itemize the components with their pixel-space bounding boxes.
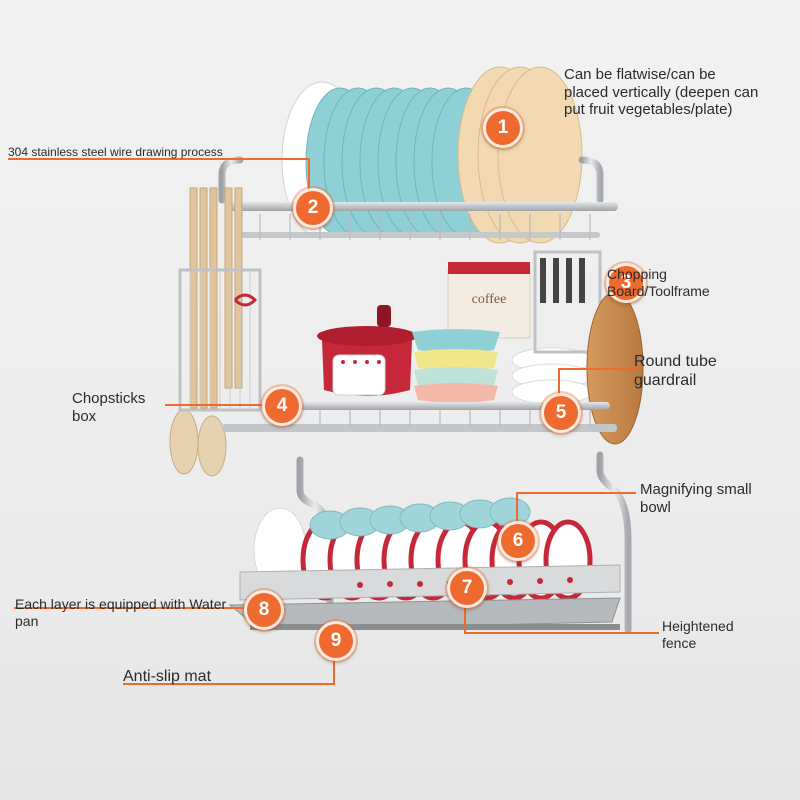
callout-badge-5: 5 <box>541 393 581 433</box>
callout-label-4: Chopsticks box <box>72 390 146 425</box>
leader-line-2v <box>308 158 310 190</box>
callout-badge-1: 1 <box>483 108 523 148</box>
callout-badge-4: 4 <box>262 386 302 426</box>
leader-line-4 <box>165 404 265 406</box>
leader-line-6h <box>516 492 636 494</box>
leader-line-9v <box>333 655 335 683</box>
callout-badge-8: 8 <box>244 590 284 630</box>
leader-line-8 <box>14 607 254 609</box>
leader-line-5h <box>558 368 636 370</box>
callout-label-8: Each layer is equipped with Water pan <box>15 596 227 629</box>
callout-badge-6: 6 <box>498 521 538 561</box>
callout-label-6: Magnifying small bowl <box>640 481 752 516</box>
callout-label-3: Chopping Board/Toolframe <box>607 266 710 299</box>
callout-label-2: 304 stainless steel wire drawing process <box>8 145 223 159</box>
canister-label: coffee <box>472 292 507 307</box>
leader-line-7h <box>464 632 659 634</box>
leader-line-5 <box>558 368 560 396</box>
callout-badge-7: 7 <box>447 568 487 608</box>
callout-label-5: Round tube guardrail <box>634 353 717 389</box>
callout-label-1: Can be flatwise/can be placed vertically… <box>564 66 759 119</box>
chopsticks-box <box>169 187 262 477</box>
callout-label-7: Heightened fence <box>662 618 734 651</box>
leader-line-6v <box>516 492 518 522</box>
callout-badge-9: 9 <box>316 621 356 661</box>
callout-label-9: Anti-slip mat <box>123 668 212 685</box>
leader-line-9h <box>123 683 335 685</box>
callout-badge-2: 2 <box>293 188 333 228</box>
leader-line-7v <box>464 600 466 632</box>
leader-line-2h <box>8 158 310 160</box>
callout-badge-3: 3 <box>606 263 646 303</box>
